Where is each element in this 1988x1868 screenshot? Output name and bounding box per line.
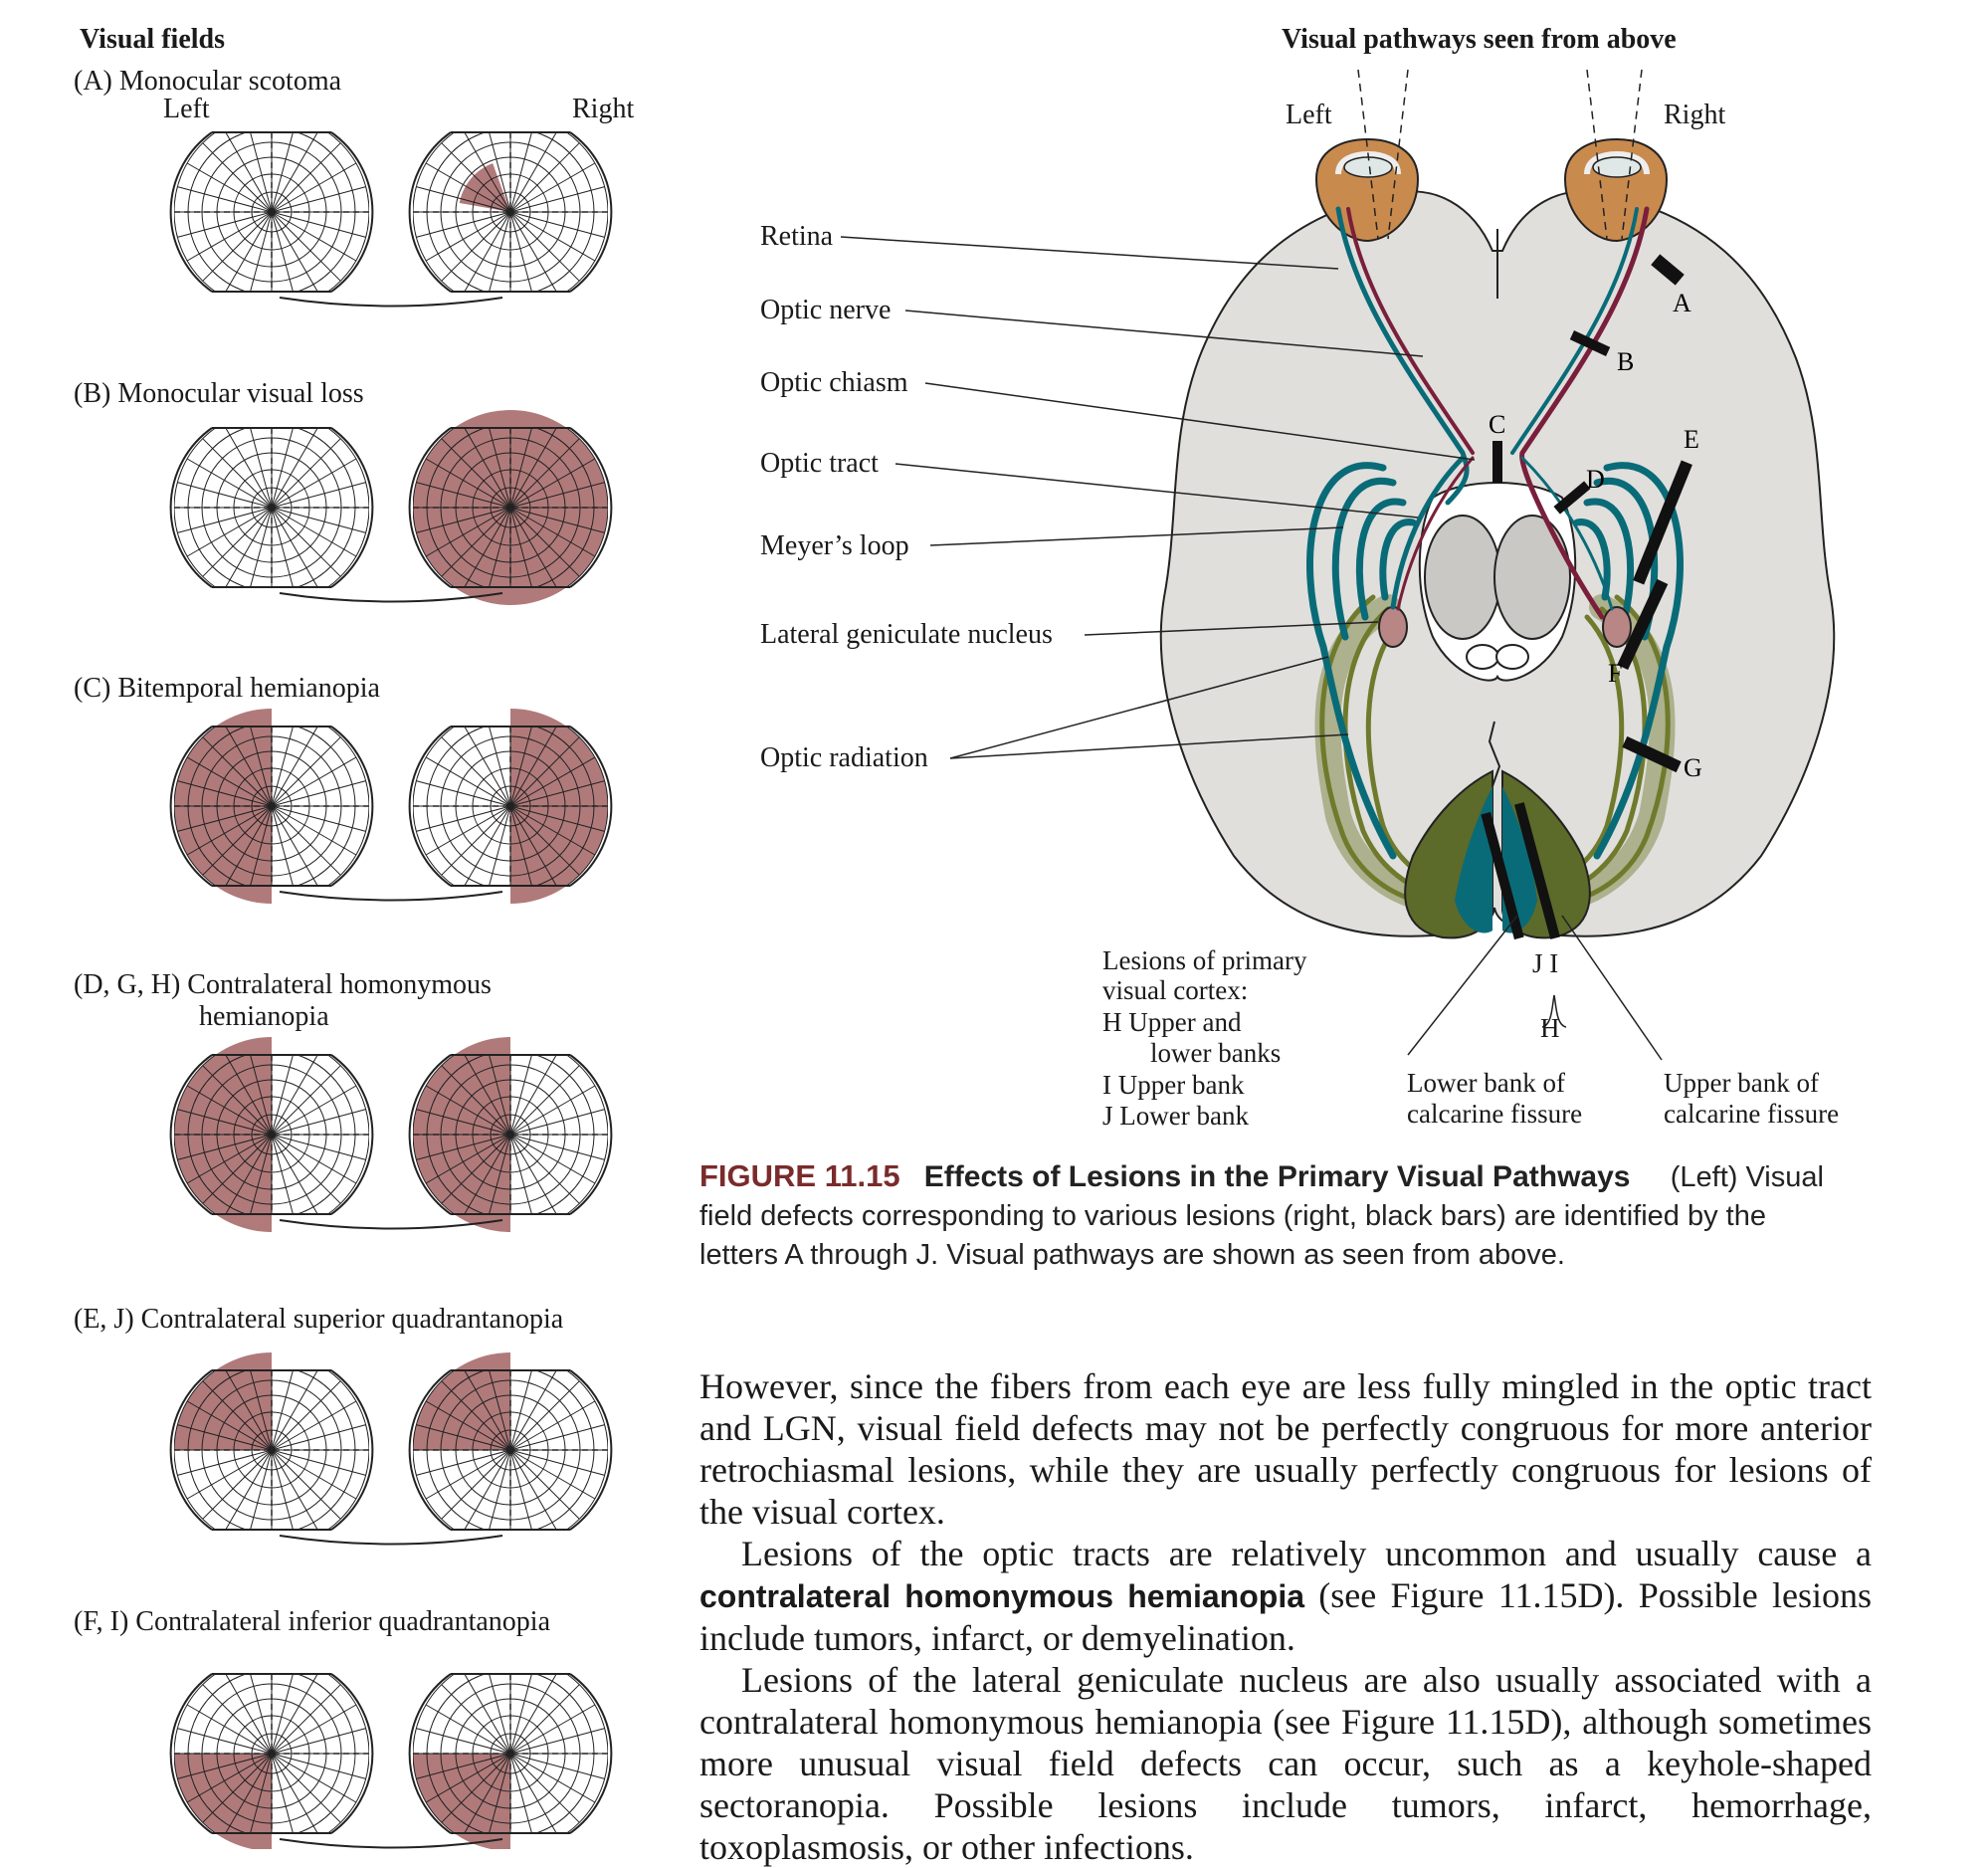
vf-bracket-4 — [279, 1535, 503, 1546]
key-term: contralateral homonymous hemianopia — [699, 1578, 1305, 1614]
row-e-label: (E, J) Contralateral superior quadrantan… — [74, 1304, 564, 1335]
pathway-left-label: Left — [1286, 100, 1332, 130]
lesion-c: C — [1489, 410, 1505, 439]
paragraph-2: Lesions of the optic tracts are relative… — [699, 1533, 1872, 1659]
label-meyers-loop: Meyer’s loop — [760, 530, 909, 561]
visual-pathways-diagram: A B C D E F G — [840, 69, 1836, 1061]
brainstem-right — [1495, 644, 1529, 670]
eye-right — [1563, 137, 1669, 243]
figure-number: FIGURE 11.15 — [699, 1158, 900, 1193]
ji-label: J I — [1532, 948, 1559, 978]
lesion-e: E — [1684, 425, 1699, 454]
label-optic-nerve: Optic nerve — [760, 295, 892, 325]
vf-chart-4-left — [169, 1352, 374, 1548]
paragraph-1: However, since the fibers from each eye … — [699, 1366, 1872, 1532]
row-d-label-line2: hemianopia — [199, 1001, 329, 1032]
optic-nerves-tracts — [1335, 206, 1650, 620]
paragraph-3: Lesions of the lateral geniculate nucleu… — [699, 1660, 1872, 1867]
figure-title: Effects of Lesions in the Primary Visual… — [923, 1160, 1631, 1193]
row-b-label: (B) Monocular visual loss — [74, 378, 364, 409]
midline-notch — [1488, 721, 1501, 787]
lesion-a: A — [1673, 289, 1691, 317]
cortex-legend-h1: H Upper and — [1102, 1007, 1242, 1037]
thalamus-right — [1493, 515, 1571, 640]
lesion-b: B — [1617, 347, 1634, 376]
vf-bracket-5 — [279, 1838, 503, 1849]
vf-chart-1-left — [169, 410, 374, 605]
body-text: However, since the fibers from each eye … — [699, 1365, 1872, 1868]
vf-bracket-2 — [279, 891, 503, 902]
vf-chart-2-right — [408, 709, 613, 904]
label-optic-radiation: Optic radiation — [760, 742, 928, 773]
vf-right-label: Right — [572, 94, 635, 124]
cortex-legend-i: I Upper bank — [1102, 1070, 1245, 1100]
row-c-label: (C) Bitemporal hemianopia — [74, 673, 380, 704]
row-a-label: (A) Monocular scotoma — [74, 66, 342, 97]
visual-fields-heading: Visual fields — [80, 24, 225, 55]
lesion-g: G — [1684, 753, 1702, 782]
label-optic-chiasm: Optic chiasm — [760, 367, 908, 398]
leader-lines — [840, 236, 1663, 1061]
visual-axes — [1357, 69, 1643, 240]
lesion-d: D — [1586, 465, 1605, 494]
calcarine-left — [1455, 786, 1492, 934]
vf-bracket-1 — [279, 592, 503, 603]
vf-chart-5-left — [169, 1656, 374, 1849]
vf-chart-0-right — [408, 114, 613, 310]
figure-caption-text: (Left) Visual field defects correspondin… — [699, 1161, 1824, 1271]
cortex-legend-j: J Lower bank — [1102, 1101, 1249, 1131]
figure-caption: FIGURE 11.15 Effects of Lesions in the P… — [699, 1156, 1844, 1275]
lgn-left — [1378, 606, 1408, 648]
label-lgn: Lateral geniculate nucleus — [760, 619, 1053, 650]
vf-chart-5-right — [408, 1656, 613, 1849]
upper-bank-label-1: Upper bank of — [1664, 1068, 1819, 1098]
vf-chart-3-left — [169, 1037, 374, 1232]
cortex-legend-title1: Lesions of primary — [1102, 945, 1307, 975]
paragraph-2-end: (see Figure 11.15D). Possible lesions in… — [699, 1575, 1873, 1658]
visual-field-charts — [169, 114, 613, 1849]
lesion-f: F — [1608, 659, 1622, 688]
lower-bank-label-2: calcarine fissure — [1407, 1099, 1583, 1129]
vf-chart-3-right — [408, 1037, 613, 1232]
thalamus-left — [1424, 515, 1501, 640]
vf-chart-4-right — [408, 1352, 613, 1548]
h-bracket-label: H — [1540, 1013, 1560, 1043]
upper-bank-label-2: calcarine fissure — [1664, 1099, 1840, 1129]
cortex-legend-h2: lower banks — [1150, 1038, 1282, 1068]
vf-chart-2-left — [169, 709, 374, 904]
label-optic-tract: Optic tract — [760, 448, 879, 479]
row-f-label: (F, I) Contralateral inferior quadrantan… — [74, 1606, 551, 1637]
row-d-label: (D, G, H) Contralateral homonymous — [74, 969, 492, 1000]
label-retina: Retina — [760, 221, 834, 252]
vf-chart-0-left — [169, 114, 374, 310]
paragraph-2-start: Lesions of the optic tracts are relative… — [741, 1534, 1872, 1573]
lgn-right — [1602, 606, 1632, 648]
pathways-heading: Visual pathways seen from above — [1282, 24, 1677, 55]
vf-bracket-3 — [279, 1219, 503, 1230]
vf-chart-1-right — [408, 410, 613, 605]
lower-bank-label-1: Lower bank of — [1407, 1068, 1565, 1098]
brainstem-left — [1466, 644, 1499, 670]
pathway-right-label: Right — [1664, 100, 1726, 130]
cortex-legend-title2: visual cortex: — [1102, 975, 1249, 1005]
vf-bracket-0 — [279, 297, 503, 308]
vf-left-label: Left — [163, 94, 210, 124]
lesion-bars — [1481, 254, 1692, 940]
